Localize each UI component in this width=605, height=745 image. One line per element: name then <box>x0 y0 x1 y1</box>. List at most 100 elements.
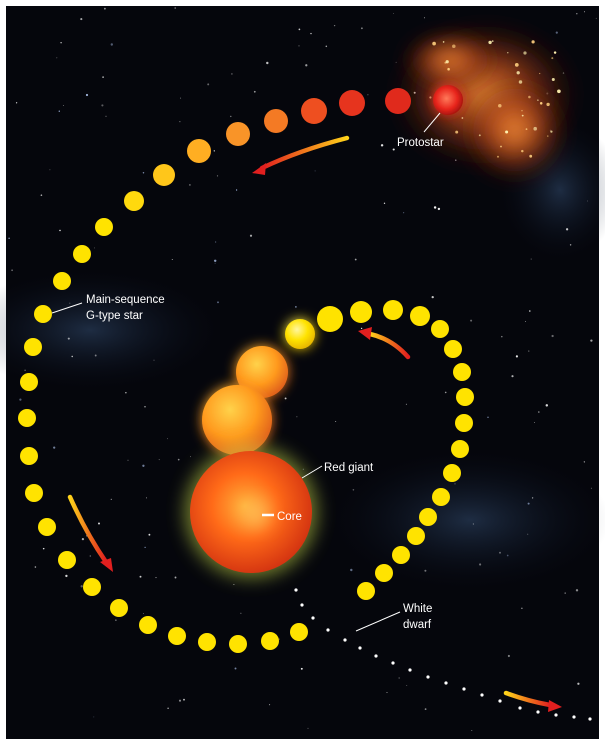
white-dwarf-trail-dot <box>536 710 540 714</box>
expanding-star-medium <box>236 346 288 398</box>
track-star <box>53 272 71 290</box>
background-star <box>515 355 518 358</box>
background-star <box>295 306 297 308</box>
background-star <box>234 667 237 670</box>
background-star <box>80 18 83 21</box>
background-star <box>56 57 58 59</box>
nebula-sparkle <box>447 67 450 71</box>
background-star <box>530 258 532 260</box>
nebula-sparkle <box>531 40 535 44</box>
background-star <box>380 144 384 147</box>
nebula-sparkle <box>478 134 481 137</box>
background-star <box>11 269 13 272</box>
background-star <box>110 498 112 501</box>
nebula-sparkle <box>461 117 464 119</box>
background-star <box>59 229 61 232</box>
track-star <box>139 616 157 634</box>
track-star <box>73 245 91 263</box>
protostar <box>433 85 463 115</box>
background-star <box>180 97 182 99</box>
background-star <box>144 546 146 549</box>
nebula-sparkle <box>505 130 509 134</box>
background-star <box>142 613 144 614</box>
nebula-sparkle <box>553 51 557 54</box>
background-star <box>307 727 309 729</box>
background-star <box>471 730 473 732</box>
background-star <box>127 459 129 461</box>
track-star <box>264 109 288 133</box>
background-star <box>235 189 238 191</box>
nebula-sparkle <box>432 41 436 46</box>
background-star <box>423 17 426 19</box>
track-star <box>95 218 113 236</box>
nebula-sparkle <box>523 51 527 55</box>
track-star <box>20 373 38 391</box>
background-star <box>575 589 579 592</box>
nebula-sparkle <box>551 57 554 60</box>
track-star <box>261 632 279 650</box>
nebula-sparkle <box>455 130 459 134</box>
red-giant-core <box>242 500 270 528</box>
background-star <box>89 555 91 557</box>
background-star <box>15 102 18 104</box>
track-star <box>25 484 43 502</box>
track-star <box>456 388 474 406</box>
track-star <box>226 122 250 146</box>
background-star <box>577 682 580 685</box>
nebula-sparkle <box>533 126 537 131</box>
expanding-star-small <box>285 319 315 349</box>
track-star <box>455 414 473 432</box>
background-star <box>174 576 177 579</box>
background-star <box>527 533 529 535</box>
white-dwarf-trail-dot <box>300 603 304 607</box>
white-dwarf-trail-dot <box>311 616 315 620</box>
background-star <box>284 397 287 400</box>
white-dwarf-trail-dot <box>426 675 430 679</box>
background-star <box>60 41 62 44</box>
background-star <box>125 392 127 394</box>
background-star <box>529 310 531 312</box>
background-star <box>472 523 474 525</box>
background-star <box>142 172 145 174</box>
background-star <box>155 577 157 579</box>
main-sequence-label: Main-sequence <box>86 294 165 306</box>
background-star <box>360 327 363 330</box>
background-star <box>406 684 408 687</box>
background-star <box>298 45 300 47</box>
background-star <box>335 420 337 422</box>
nebula-sparkle <box>452 44 456 48</box>
nebula-sparkle <box>521 110 523 112</box>
background-star <box>58 110 60 112</box>
background-star <box>177 458 180 461</box>
background-star <box>214 262 216 264</box>
track-star <box>110 599 128 617</box>
track-star <box>350 301 372 323</box>
nebula-sparkle <box>550 130 553 133</box>
nebula-sparkle <box>516 71 520 75</box>
background-star <box>595 17 597 19</box>
nebula-sparkle <box>497 155 499 158</box>
nebula-sparkle <box>429 96 432 99</box>
dwarf-label: dwarf <box>403 619 432 631</box>
background-star <box>167 707 169 710</box>
background-star <box>392 148 395 151</box>
background-star <box>386 692 388 694</box>
background-star <box>85 93 89 97</box>
background-star <box>101 104 104 107</box>
background-star <box>253 90 256 93</box>
background-star <box>531 497 534 499</box>
white-dwarf-trail-dot <box>572 715 576 719</box>
nebula-sparkle <box>500 145 502 148</box>
background-star <box>278 638 280 640</box>
arrow-bottom <box>503 690 562 712</box>
background-star <box>454 483 456 485</box>
arrow-top <box>252 135 350 175</box>
background-star <box>590 339 593 342</box>
red-giant-sequence <box>185 319 317 578</box>
background-star <box>534 421 536 423</box>
background-star <box>269 704 271 706</box>
background-star <box>42 547 45 550</box>
background-star <box>395 61 397 63</box>
nebula-sparkle <box>488 40 492 45</box>
background-star <box>69 302 71 304</box>
